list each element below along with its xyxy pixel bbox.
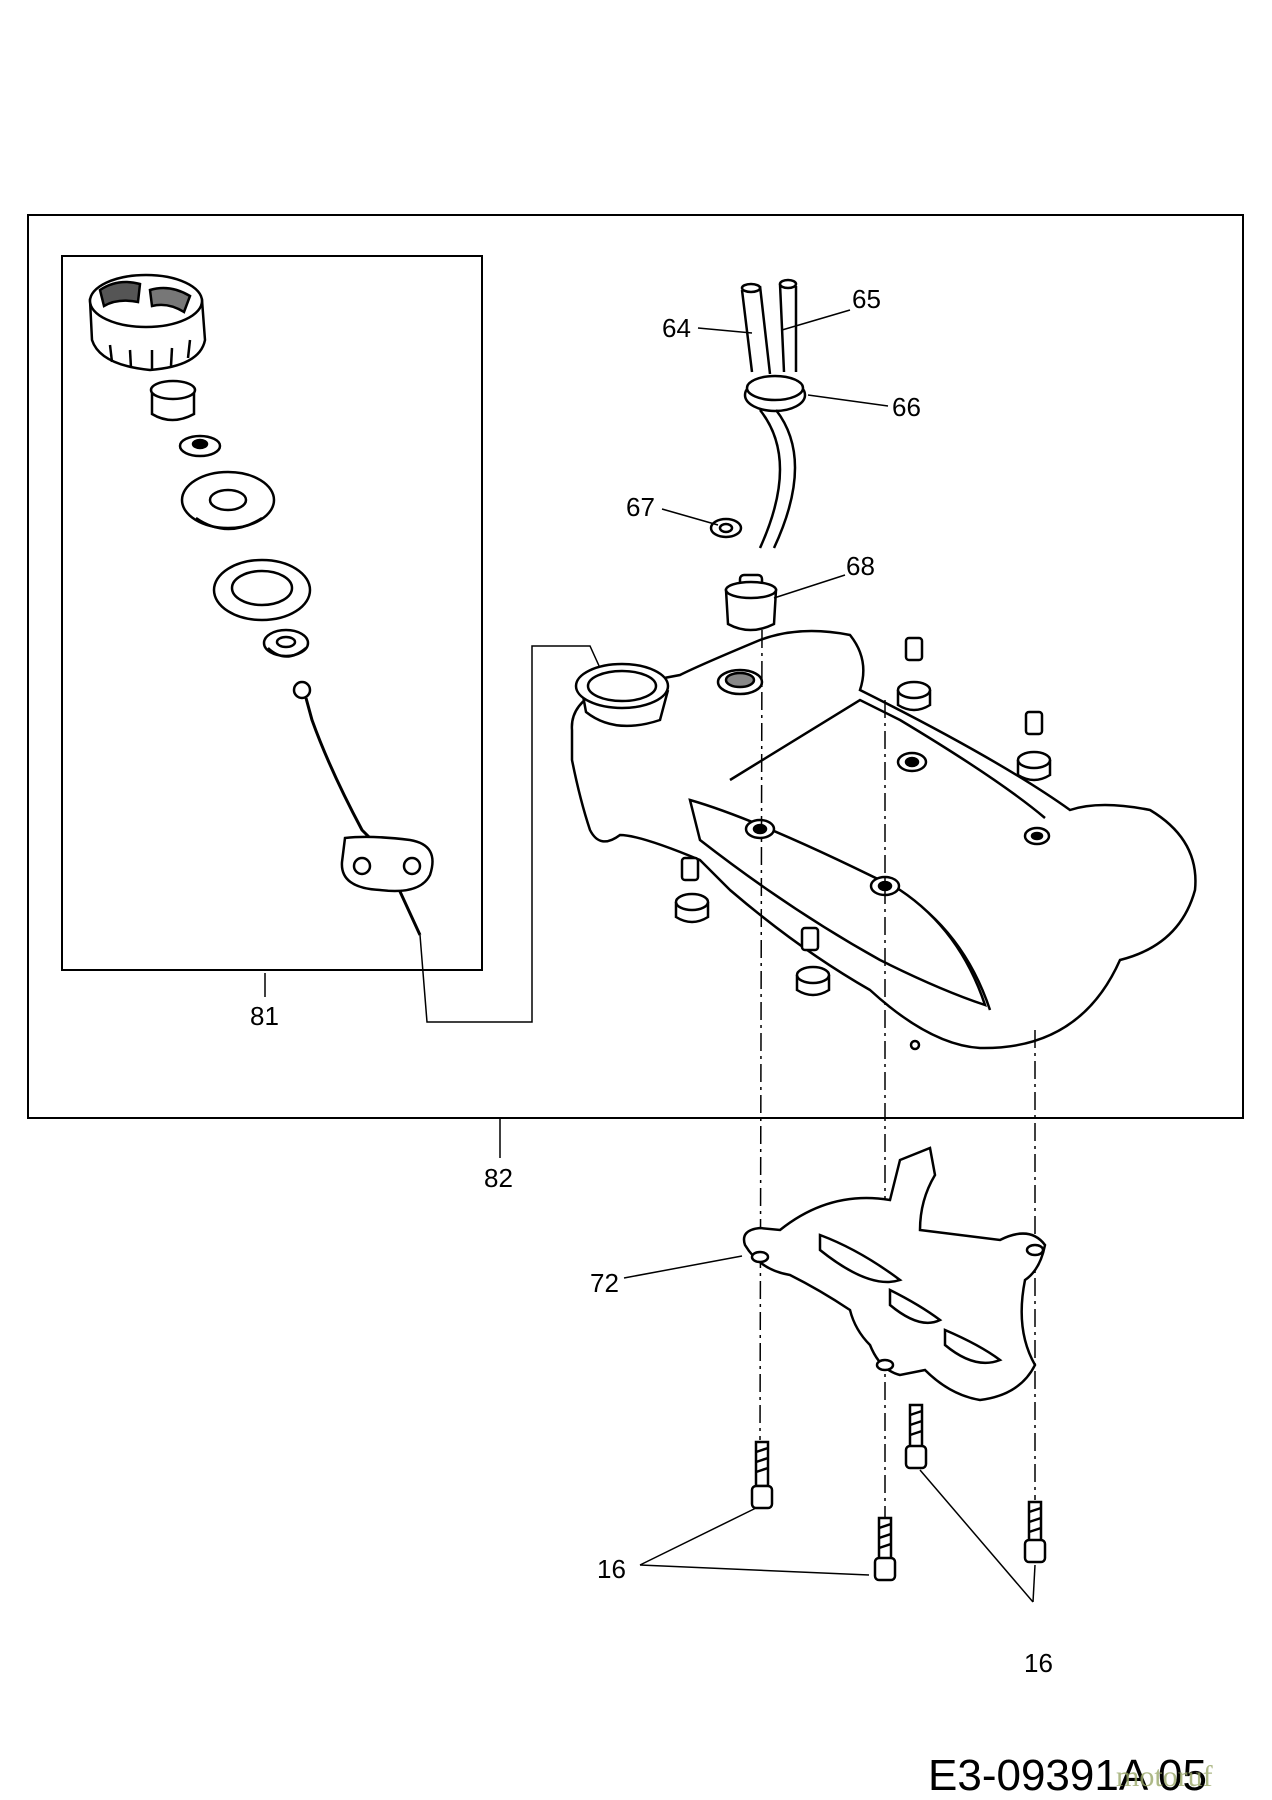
assembly-frame-82 xyxy=(27,214,1244,1119)
inset-frame-81 xyxy=(61,255,483,971)
tank-bracket-part xyxy=(742,1146,1047,1402)
fuel-grommet-part xyxy=(743,374,807,413)
fuel-line-assembly xyxy=(709,278,807,632)
callout-82: 82 xyxy=(484,1163,513,1193)
callout-65: 65 xyxy=(852,284,881,314)
screw-part xyxy=(873,1516,897,1582)
callout-72: 72 xyxy=(590,1268,619,1298)
leader-lines xyxy=(264,309,1036,1603)
callout-16-right: 16 xyxy=(1024,1648,1053,1678)
callout-16-left: 16 xyxy=(597,1554,626,1584)
cap-tether-cord xyxy=(304,697,422,936)
inset-link-line xyxy=(419,645,611,1023)
tether-grommet-part xyxy=(262,628,310,658)
screw-part xyxy=(750,1440,774,1510)
screw-part xyxy=(1023,1500,1047,1564)
fuel-cap-part xyxy=(88,273,207,372)
fuel-cap-assembly xyxy=(88,273,434,936)
tether-plate-part xyxy=(340,835,434,893)
drawing-code: E3-09391A 05 xyxy=(928,1751,1207,1800)
fuel-pickup-hose xyxy=(758,409,797,549)
callout-67: 67 xyxy=(626,492,655,522)
callout-81: 81 xyxy=(250,1001,279,1031)
screw-part xyxy=(904,1403,928,1470)
sleeve-part xyxy=(896,636,932,712)
callout-66: 66 xyxy=(892,392,921,422)
mounting-screws xyxy=(750,1403,1047,1582)
fuel-filter-part xyxy=(724,573,778,632)
sleeve-part xyxy=(1016,710,1052,782)
cap-retainer-part xyxy=(180,470,276,531)
callout-68: 68 xyxy=(846,551,875,581)
fuel-tank-part xyxy=(570,629,1197,1051)
callout-labels: 64 65 66 67 68 72 81 82 16 16 xyxy=(250,284,1053,1678)
cap-gasket-part xyxy=(212,558,312,622)
watermark-logo: motoruf xyxy=(1116,1760,1213,1793)
cap-plug-part xyxy=(149,379,197,422)
callout-64: 64 xyxy=(662,313,691,343)
sleeve-part xyxy=(674,856,710,924)
mount-sleeves xyxy=(674,636,1052,997)
sleeve-part xyxy=(795,926,831,997)
